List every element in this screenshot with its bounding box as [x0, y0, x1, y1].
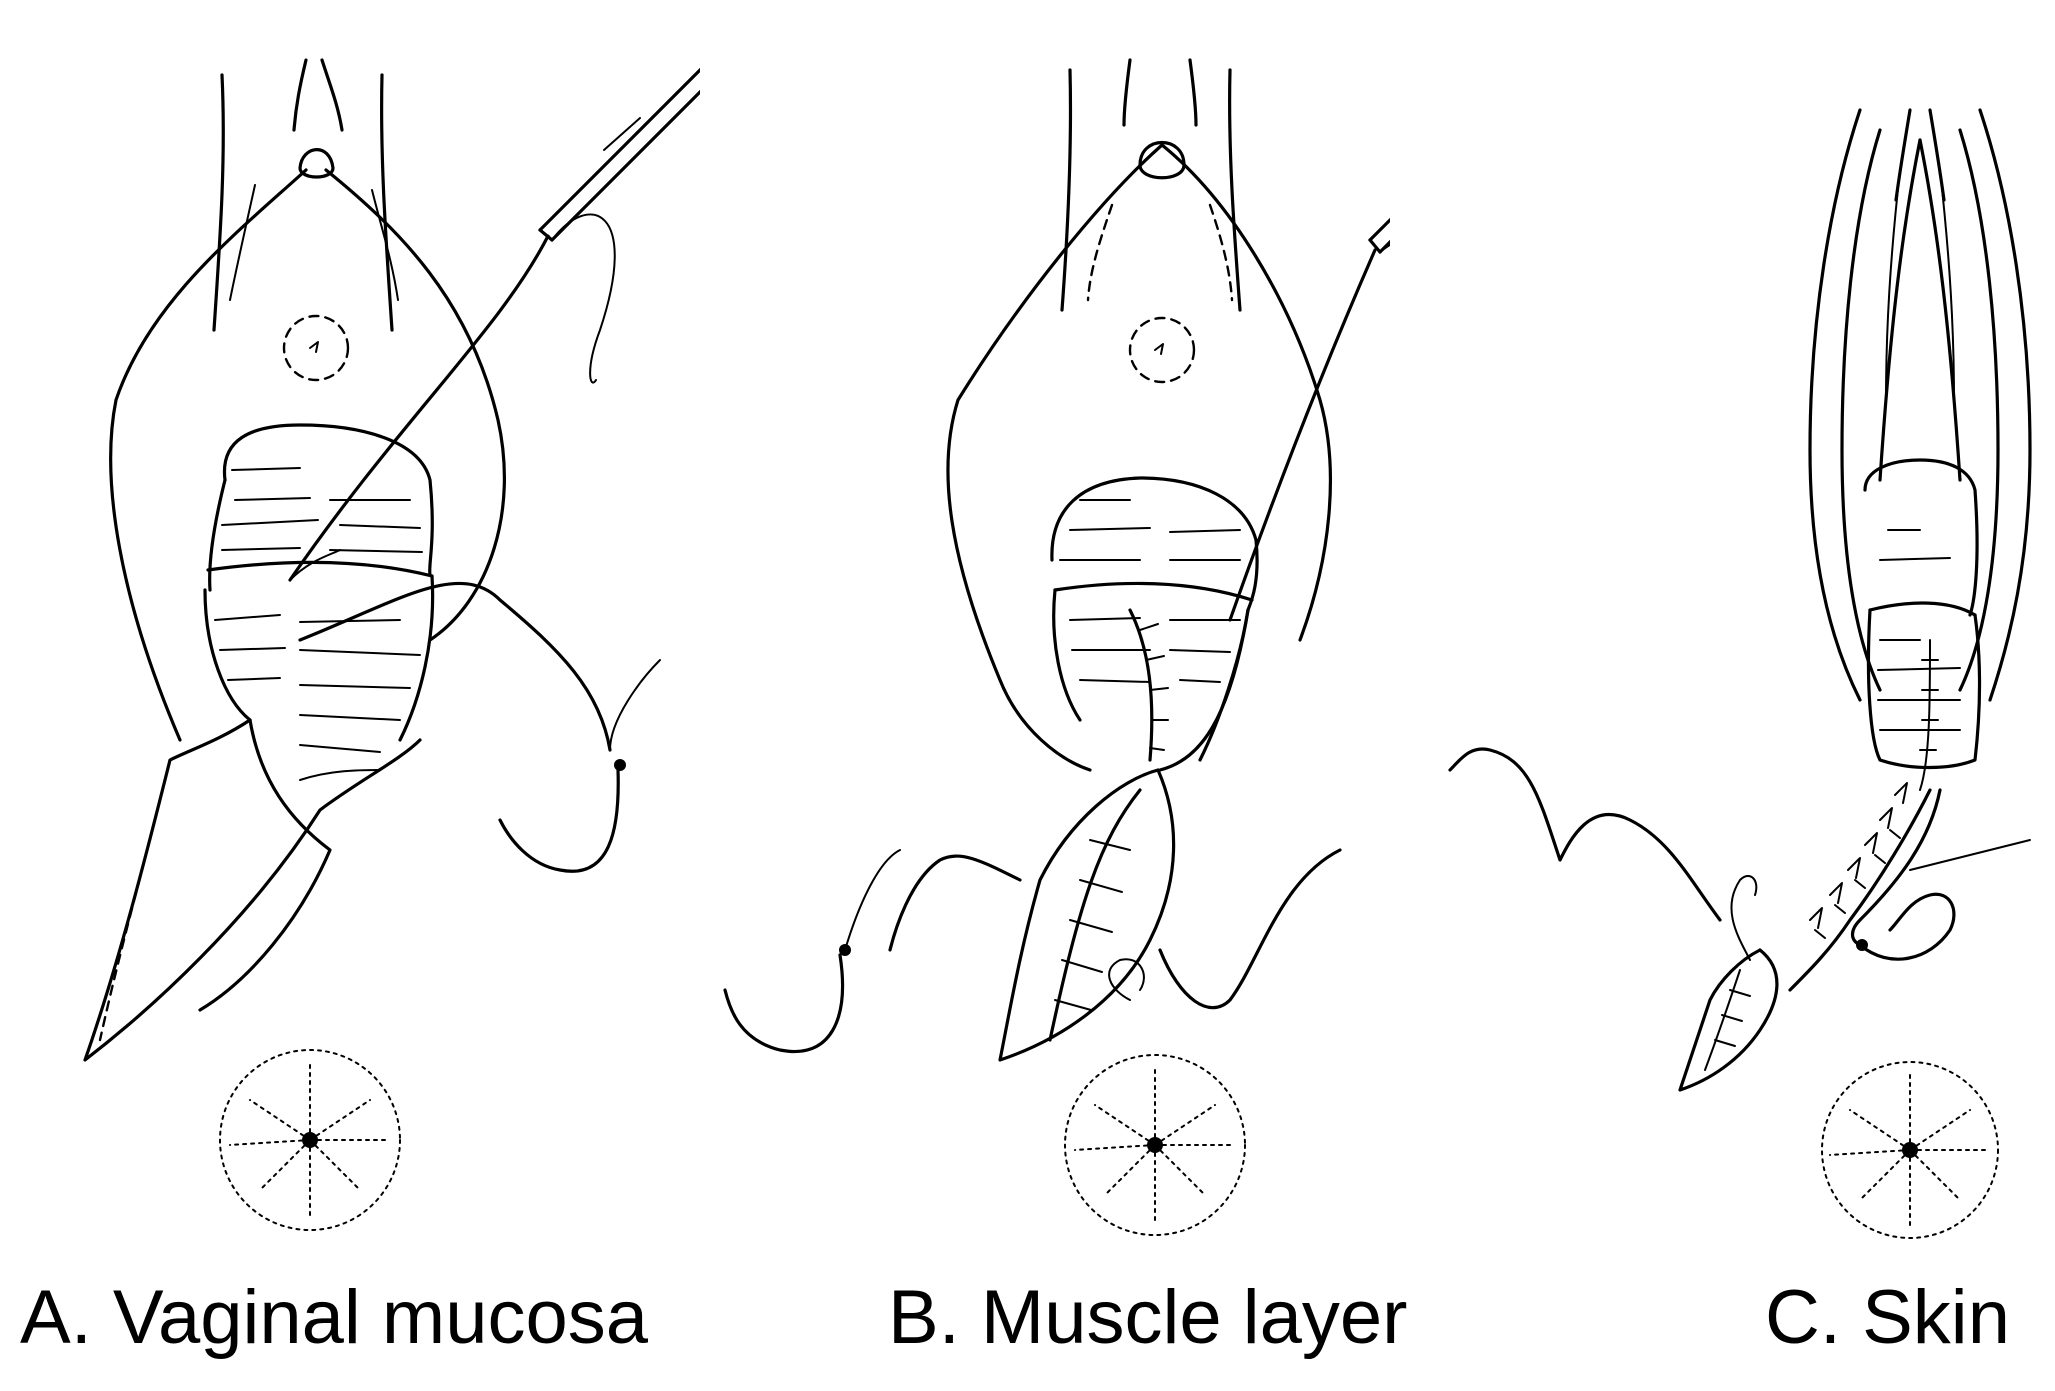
skin-suture-illustration — [1448, 108, 2032, 1239]
panel-muscle-layer: B. Muscle layer — [700, 0, 1408, 1391]
caption-a: A. Vaginal mucosa — [20, 1275, 649, 1360]
caption-b: B. Muscle layer — [888, 1275, 1408, 1360]
panel-vaginal-mucosa: A. Vaginal mucosa — [0, 0, 700, 1391]
panel-skin: C. Skin — [1390, 0, 2055, 1391]
caption-c: C. Skin — [1765, 1275, 2010, 1360]
vaginal-mucosa-suture-illustration — [83, 58, 700, 1231]
muscle-layer-suture-illustration — [723, 58, 1390, 1236]
